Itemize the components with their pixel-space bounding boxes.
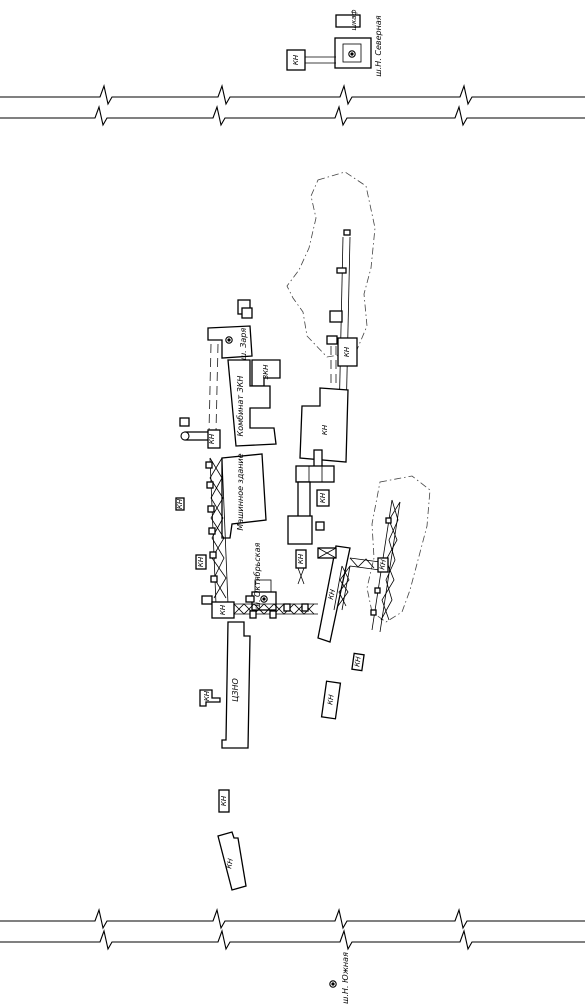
north-shaft-group: шкаф КН ш.Н. Северная xyxy=(286,10,383,77)
svg-text:КН: КН xyxy=(203,690,211,701)
kn-small-1 xyxy=(175,497,185,511)
kn-building-se xyxy=(320,680,342,720)
svg-text:КН: КН xyxy=(197,556,205,567)
kn-building-south xyxy=(217,831,247,891)
svg-text:ЗКН: ЗКН xyxy=(262,364,270,379)
tszno-building xyxy=(221,621,251,749)
kn-small-3 xyxy=(351,652,365,672)
svg-text:КН: КН xyxy=(343,346,351,357)
kn-small-2 xyxy=(195,554,207,570)
svg-text:КН: КН xyxy=(378,558,388,570)
svg-text:КН: КН xyxy=(219,604,227,615)
break-line-top xyxy=(0,84,585,127)
kn-building-n2 xyxy=(337,337,358,367)
boundary-north xyxy=(286,171,376,358)
shaft-label-zarya: ш. Заря xyxy=(239,328,248,361)
machine-building-label: Машинное здание xyxy=(236,453,245,530)
north-shaft-inner xyxy=(342,43,362,63)
svg-text:КН: КН xyxy=(321,424,329,435)
svg-text:КН: КН xyxy=(326,693,335,705)
svg-text:КН: КН xyxy=(208,433,216,444)
machine-building xyxy=(221,453,267,539)
kombinat-zkn-building xyxy=(227,359,277,447)
shaft-label-oktyabrskaya: ш. Октябрьская xyxy=(253,542,262,609)
shkaf-label: шкаф xyxy=(350,10,358,31)
zarya-group: ш. Заря ЗКН Комбинат ЗКН КН xyxy=(179,299,281,449)
kn-label-north: КН xyxy=(292,54,300,65)
oktyabrskaya-group: КН ш. Октябрьская xyxy=(201,542,277,619)
svg-text:КН: КН xyxy=(220,795,228,806)
shaft-label-n-severnaya: ш.Н. Северная xyxy=(374,15,383,76)
break-line-bottom xyxy=(0,908,585,951)
svg-text:КН: КН xyxy=(225,857,235,869)
svg-text:КН: КН xyxy=(319,492,327,503)
north-conveyor-line: КН КН КН xyxy=(287,229,358,545)
kn-small-4 xyxy=(218,789,230,813)
truss-gallery-west xyxy=(205,457,229,605)
cabinet-building xyxy=(335,14,361,28)
svg-text:КН: КН xyxy=(327,588,337,600)
kn-annex-tszno xyxy=(199,689,221,707)
kombinat-zkn-label: Комбинат ЗКН xyxy=(236,376,245,437)
east-gallery: КН КН КН xyxy=(295,499,401,643)
svg-text:КН: КН xyxy=(353,655,362,667)
svg-text:КН: КН xyxy=(176,498,184,509)
truss-gallery-horizontal xyxy=(233,603,318,619)
kn-building-okt xyxy=(211,601,235,619)
shaft-label-n-yuzhnaya: ш.Н. Южная xyxy=(341,952,350,1004)
tszno-label: ЦЗНО xyxy=(231,678,240,702)
kn-building-north xyxy=(286,49,306,71)
kn-building-large xyxy=(299,387,349,463)
svg-text:КН: КН xyxy=(297,553,305,564)
